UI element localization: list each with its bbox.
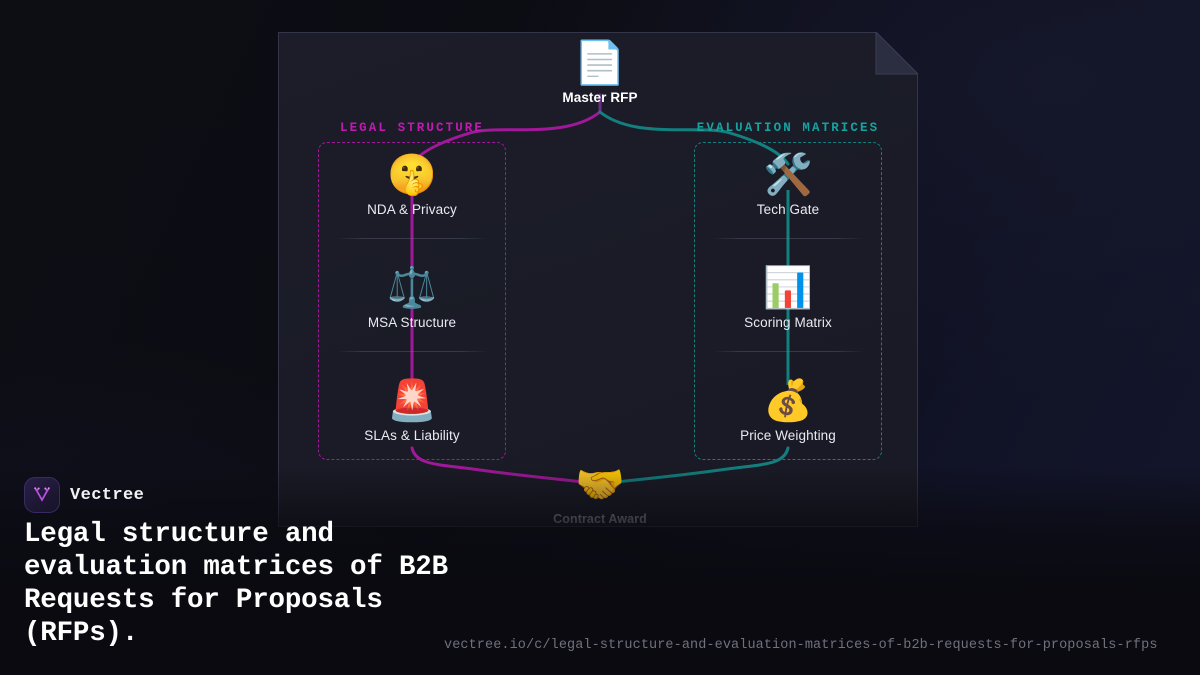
bottom-gradient-scrim bbox=[0, 465, 1200, 675]
group-box-legal-structure bbox=[318, 142, 506, 460]
cell-divider bbox=[336, 238, 488, 239]
balance-scale-icon: ⚖️ bbox=[387, 265, 437, 311]
node-label: MSA Structure bbox=[367, 315, 457, 330]
cell-divider bbox=[712, 238, 864, 239]
node-msa-structure[interactable]: ⚖️ MSA Structure bbox=[337, 265, 487, 330]
node-label: Master RFP bbox=[562, 90, 638, 105]
node-label: Scoring Matrix bbox=[744, 315, 832, 330]
group-box-evaluation-matrices bbox=[694, 142, 882, 460]
cell-divider bbox=[712, 351, 864, 352]
vectree-v-tree-logo-icon bbox=[24, 477, 60, 513]
rotating-light-icon: 🚨 bbox=[387, 378, 437, 424]
brand-lockup: Vectree bbox=[24, 477, 144, 513]
node-label: Tech Gate bbox=[756, 202, 820, 217]
page-headline: Legal structure and evaluation matrices … bbox=[24, 519, 448, 649]
node-label: Price Weighting bbox=[740, 428, 836, 443]
node-label: SLAs & Liability bbox=[364, 428, 460, 443]
hammer-and-wrench-icon: 🛠️ bbox=[763, 152, 813, 198]
node-master-rfp[interactable]: 📄 Master RFP bbox=[525, 38, 675, 106]
brand-name: Vectree bbox=[70, 485, 145, 505]
bar-chart-icon: 📊 bbox=[763, 265, 813, 311]
group-title-evaluation-matrices: EVALUATION MATRICES bbox=[696, 121, 880, 135]
cell-divider bbox=[336, 351, 488, 352]
document-page-icon: 📄 bbox=[573, 38, 627, 87]
shushing-face-icon: 🤫 bbox=[387, 152, 437, 198]
node-nda-privacy[interactable]: 🤫 NDA & Privacy bbox=[337, 152, 487, 217]
node-scoring-matrix[interactable]: 📊 Scoring Matrix bbox=[713, 265, 863, 330]
money-bag-icon: 💰 bbox=[763, 378, 813, 424]
group-title-legal-structure: LEGAL STRUCTURE bbox=[339, 121, 485, 135]
node-tech-gate[interactable]: 🛠️ Tech Gate bbox=[713, 152, 863, 217]
page-url: vectree.io/c/legal-structure-and-evaluat… bbox=[444, 638, 1158, 653]
node-price-weighting[interactable]: 💰 Price Weighting bbox=[713, 378, 863, 443]
node-label: NDA & Privacy bbox=[367, 202, 457, 217]
node-slas-liability[interactable]: 🚨 SLAs & Liability bbox=[337, 378, 487, 443]
